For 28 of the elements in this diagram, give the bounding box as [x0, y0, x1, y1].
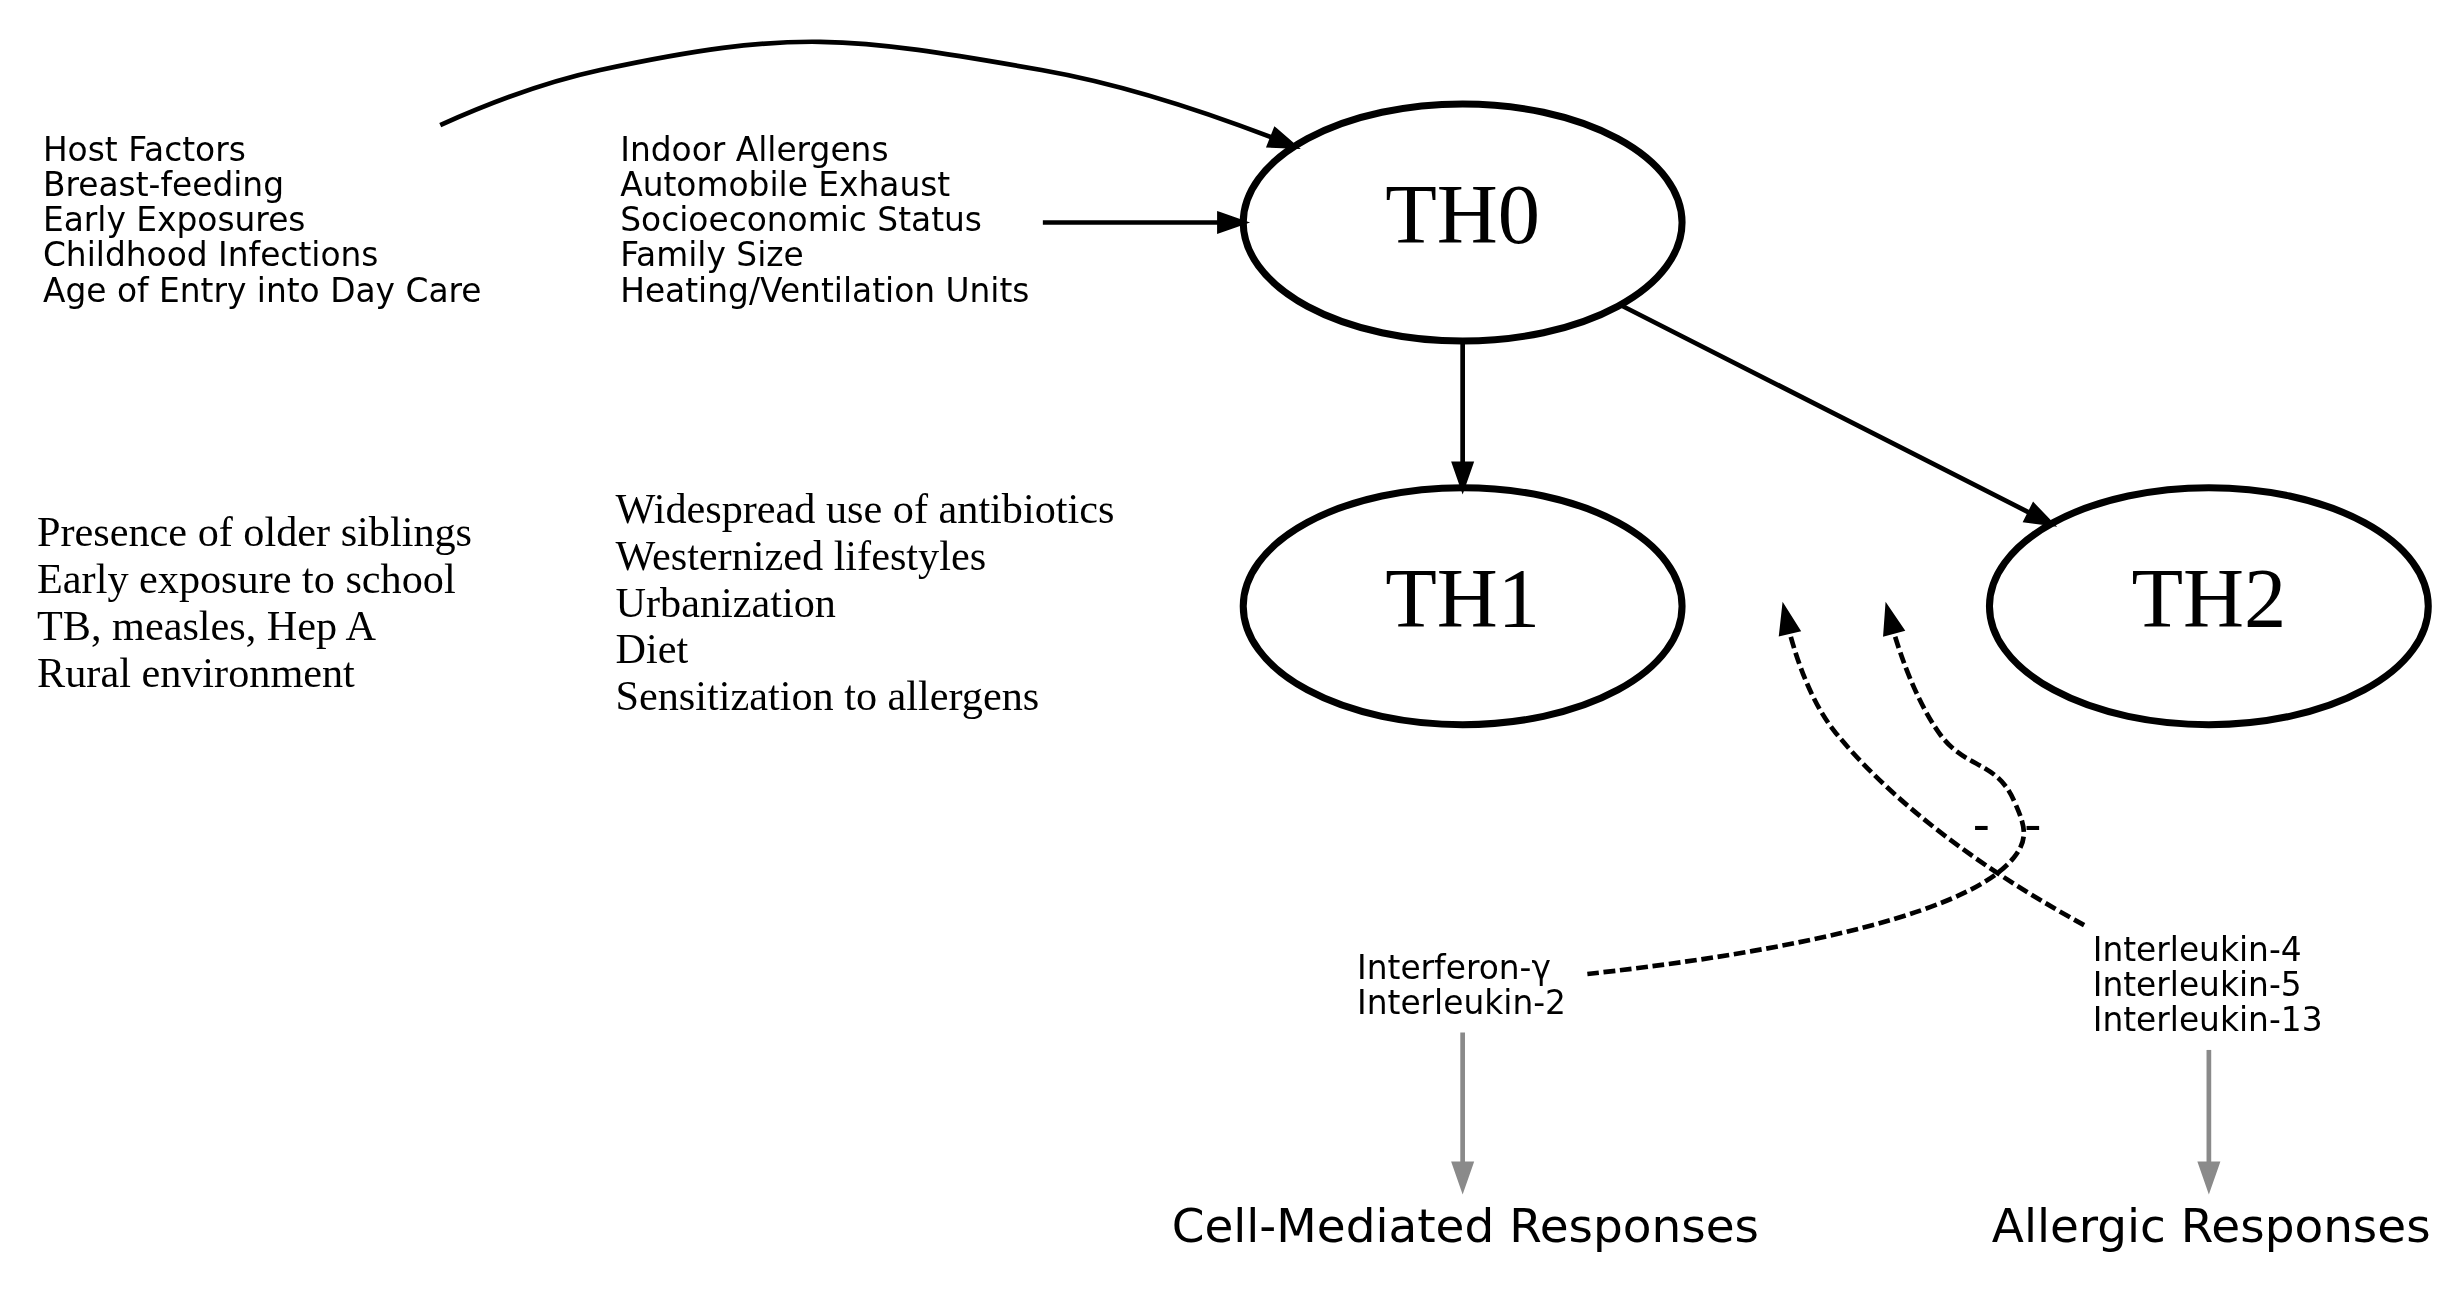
node-text: Allergic Responses — [1991, 1198, 2431, 1254]
label: Sensitization to allergens — [615, 672, 1040, 720]
node-text: Host Factors Breast-feeding Early Exposures Childhood Infections Age of Entry into Day Care — [42, 130, 482, 310]
label: Westernized lifestyles — [615, 531, 987, 579]
node-text: Interferon-γ Interleukin-2 — [1357, 948, 1566, 1022]
node-text: Interleukin-4 Interleukin-5 Interleukin-13 — [2092, 930, 2323, 1040]
node-ellipse: TH2 — [1985, 484, 2432, 729]
label: Rural environment — [37, 648, 355, 696]
label: Widespread use of antibiotics — [615, 484, 1115, 532]
arrow — [1042, 211, 1250, 234]
arrow — [439, 39, 1301, 149]
arrow — [1619, 303, 2058, 527]
arrow — [1451, 1032, 1475, 1195]
node-text: Cell-Mediated Responses — [1171, 1198, 1759, 1254]
edge-label: - — [1972, 795, 1990, 854]
arrow — [1778, 601, 2086, 928]
node-ellipse: TH0 — [1239, 100, 1686, 345]
label: Urbanization — [615, 578, 836, 626]
node-ellipse: TH1 — [1239, 484, 1686, 729]
label: Presence of older siblings — [37, 508, 473, 556]
arrow — [1451, 341, 1475, 495]
label: Diet — [615, 625, 689, 673]
node-text: Indoor Allergens Automobile Exhaust Socioeconomic Status Family Size Heating/Ventilation Units — [620, 130, 1030, 310]
arrow — [1587, 601, 2026, 977]
label: TB, measles, Hep A — [37, 601, 376, 649]
arrow — [2197, 1049, 2221, 1195]
label: Early exposure to school — [37, 555, 456, 603]
edge-label: - — [2024, 795, 2042, 854]
